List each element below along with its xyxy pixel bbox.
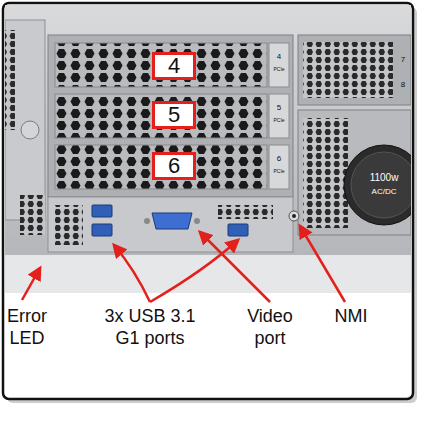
callout-number: 6: [168, 155, 180, 177]
part-label: Error LED: [0, 306, 54, 349]
part-label: NMI: [326, 306, 376, 328]
slot-text: PCIe: [268, 168, 290, 174]
slot-number: 5: [270, 103, 288, 113]
callout-number: 5: [168, 104, 180, 126]
callout-box: 4: [152, 52, 196, 80]
slot-number: 4: [270, 52, 288, 62]
psu-rating: AC/DC: [360, 187, 408, 197]
slot-number: 6: [270, 154, 288, 164]
part-label: 3x USB 3.1 G1 ports: [95, 306, 205, 349]
slot-number: 8: [396, 80, 410, 90]
psu-rating: 1100w: [360, 172, 408, 184]
callout-number: 4: [168, 55, 180, 77]
callout-box: 5: [152, 101, 196, 129]
callout-box: 6: [152, 152, 196, 180]
slot-text: PCIe: [268, 117, 290, 123]
part-label: Video port: [240, 306, 300, 349]
slot-number: 7: [396, 55, 410, 65]
rear-panel-photo: [5, 5, 411, 293]
callout-leaders: [22, 226, 345, 302]
slot-text: PCIe: [268, 66, 290, 72]
